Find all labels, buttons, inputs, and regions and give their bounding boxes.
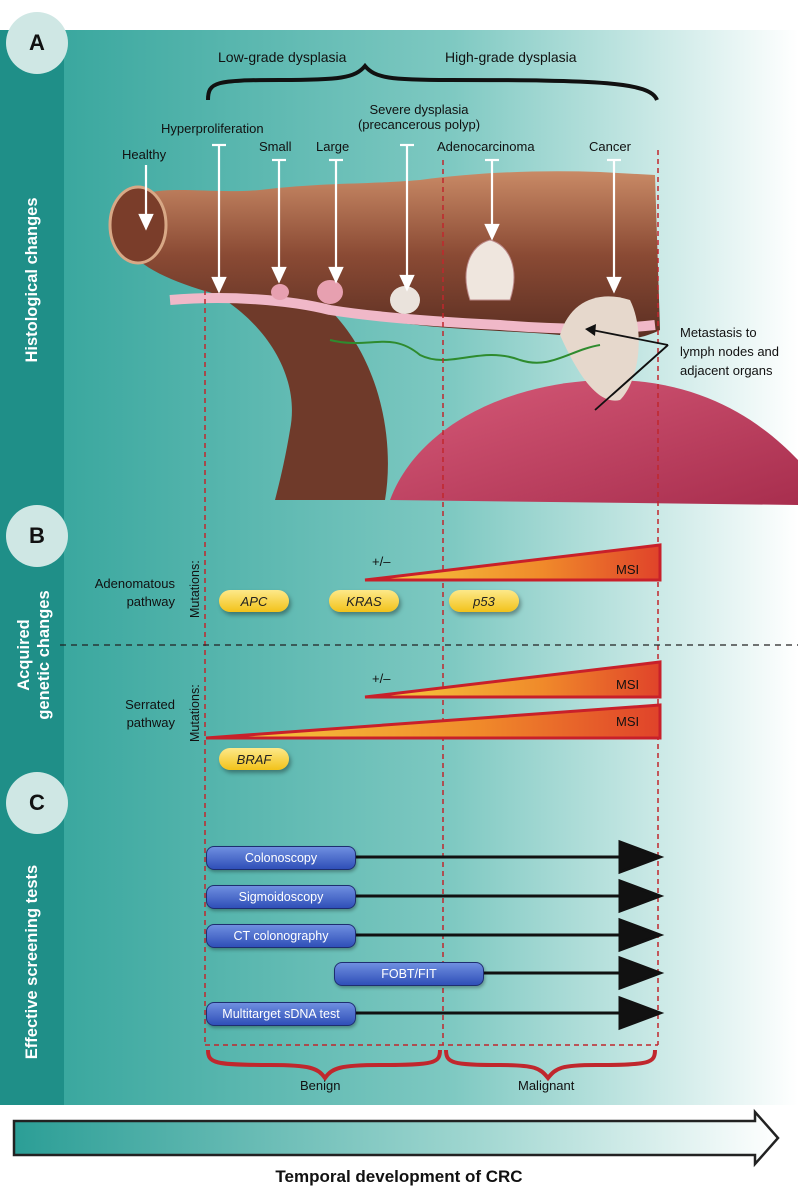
malignant-brace: [444, 1049, 657, 1082]
stage-adenocarcinoma-label: Adenocarcinoma: [437, 139, 535, 154]
stage-large-label: Large: [316, 139, 350, 154]
metastasis-line3: adjacent organs: [680, 363, 773, 378]
adenomatous-line1: Adenomatous: [94, 576, 175, 591]
serrated-msi-upper-label: MSI: [616, 677, 640, 692]
serrated-line2: pathway: [126, 715, 175, 730]
multitarget-sdna-button[interactable]: Multitarget sDNA test: [206, 1002, 356, 1026]
metastasis-label: Metastasis to lymph nodes and adjacent o…: [680, 323, 779, 380]
serrated-msi-wedge-upper: [364, 660, 662, 699]
gene-p53: p53: [449, 590, 519, 612]
stage-severe-line2: (precancerous polyp): [357, 117, 481, 132]
stage-cancer-label: Cancer: [589, 139, 631, 154]
gene-braf: BRAF: [219, 748, 289, 770]
adenomatous-line2: pathway: [126, 594, 175, 609]
colonoscopy-button[interactable]: Colonoscopy: [206, 846, 356, 870]
benign-brace: [206, 1049, 442, 1082]
serrated-msi-lower-label: MSI: [616, 714, 640, 729]
lymph-vessels: [329, 339, 601, 364]
benign-label: Benign: [300, 1078, 341, 1093]
adenomatous-msi-label: MSI: [616, 562, 640, 577]
adenomatous-plusminus: +/–: [372, 554, 391, 569]
serrated-pathway-label: Serrated pathway: [80, 696, 175, 732]
sigmoidoscopy-button[interactable]: Sigmoidoscopy: [206, 885, 356, 909]
stage-severe-line1: Severe dysplasia: [369, 102, 469, 117]
colon-descending: [225, 300, 388, 500]
serrated-msi-wedge-lower: [205, 703, 662, 740]
stage-small-label: Small: [259, 139, 292, 154]
panel-b-badge: B: [6, 505, 68, 567]
high-grade-label: High-grade dysplasia: [445, 49, 577, 65]
stage-severe-label: Severe dysplasia (precancerous polyp): [349, 102, 489, 132]
panel-a-badge: A: [6, 12, 68, 74]
metastasis-line1: Metastasis to: [680, 325, 757, 340]
metastasis-line2: lymph nodes and: [680, 344, 780, 359]
severe-polyp: [390, 286, 420, 314]
malignant-label: Malignant: [518, 1078, 575, 1093]
stage-hyperproliferation-label: Hyperproliferation: [161, 121, 264, 136]
ct-colonography-button[interactable]: CT colonography: [206, 924, 356, 948]
adenomatous-pathway-label: Adenomatous pathway: [80, 575, 175, 611]
adenomatous-msi-wedge: [364, 543, 662, 582]
colon-opening: [108, 185, 168, 265]
stage-healthy-label: Healthy: [122, 147, 167, 162]
small-polyp: [271, 284, 289, 300]
gene-apc: APC: [219, 590, 289, 612]
fobt-fit-button[interactable]: FOBT/FIT: [334, 962, 484, 986]
large-polyp: [317, 280, 343, 304]
cancer-mass: [560, 296, 639, 401]
serrated-line1: Serrated: [125, 697, 175, 712]
low-grade-label: Low-grade dysplasia: [218, 49, 347, 65]
grade-brace: [206, 62, 659, 101]
timeline-label: Temporal development of CRC: [275, 1167, 523, 1186]
adjacent-organ: [390, 380, 798, 505]
serrated-plusminus: +/–: [372, 671, 391, 686]
adenocarcinoma-polyp: [465, 239, 515, 301]
panel-c-badge: C: [6, 772, 68, 834]
gene-kras: KRAS: [329, 590, 399, 612]
